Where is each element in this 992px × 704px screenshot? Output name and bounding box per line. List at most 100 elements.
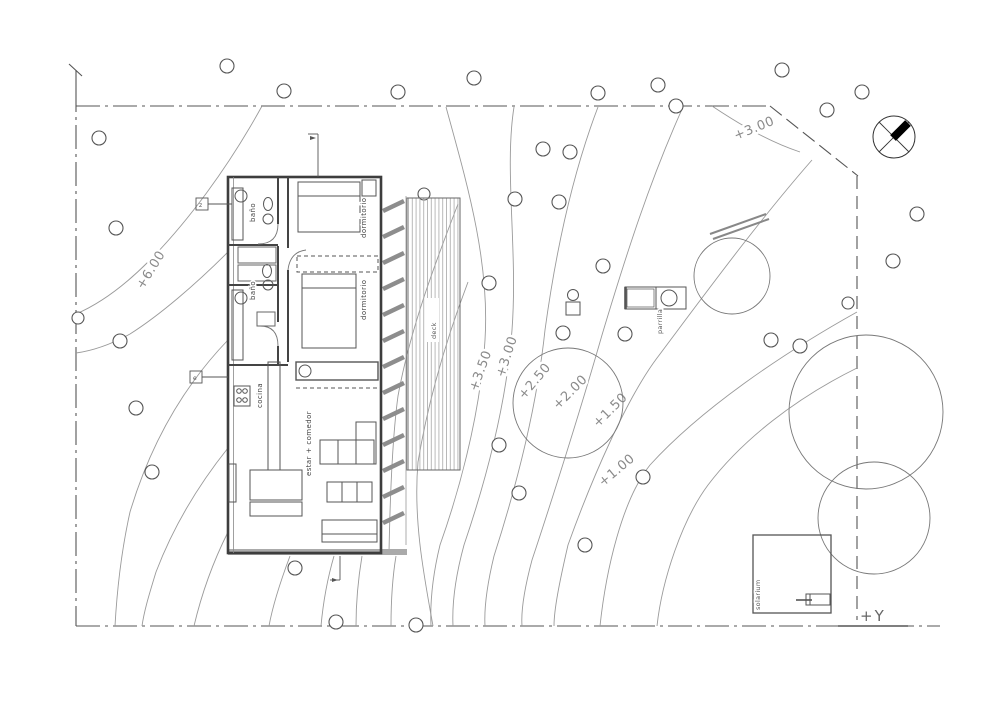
shrub-icon	[617, 326, 633, 342]
contour-line	[193, 531, 229, 627]
shrub-icon	[128, 400, 144, 416]
parrilla: parrilla	[624, 286, 687, 336]
sofa	[321, 519, 378, 543]
contour-label: +1.00	[596, 451, 638, 490]
room-label-kitchen: cocina	[256, 383, 264, 408]
room-label-living: estar + comedor	[305, 411, 313, 476]
fireplace	[228, 463, 237, 503]
shrub-icon	[885, 253, 901, 269]
stove-icon	[233, 385, 251, 407]
section-marker: e	[189, 370, 228, 384]
shower-icon	[234, 291, 248, 305]
shrub-icon	[535, 141, 551, 157]
shrub-icon	[511, 485, 527, 501]
bidet-icon	[262, 213, 274, 225]
shrub-icon	[590, 85, 606, 101]
shrub-icon	[328, 614, 344, 630]
contour-line	[355, 555, 363, 627]
contour-lines	[75, 105, 858, 627]
bed	[297, 181, 361, 233]
shrub-icon	[841, 296, 855, 310]
shower-icon	[234, 189, 248, 203]
north-arrow-icon	[872, 115, 916, 159]
shrub-icon	[909, 206, 925, 222]
contour-line	[599, 311, 858, 627]
shrub-icon	[635, 469, 651, 485]
contour-line	[484, 106, 599, 627]
tree-icon	[693, 237, 771, 315]
utility-structure	[565, 289, 581, 316]
contour-label: +3.50	[467, 348, 496, 393]
contour-line	[75, 251, 229, 354]
section-markers: z e	[189, 133, 341, 582]
nightstand	[361, 179, 377, 197]
parrilla-label: parrilla	[656, 309, 664, 334]
contour-line	[521, 106, 684, 627]
bedroom-mid-furniture	[296, 255, 379, 349]
contour-line	[553, 159, 813, 627]
section-marker	[308, 133, 319, 177]
toilet-icon	[263, 197, 273, 211]
shrub-icon	[650, 77, 666, 93]
shrub-icon	[108, 220, 124, 236]
closet	[237, 246, 277, 327]
shrub-icon	[763, 332, 779, 348]
toilet-icon	[262, 264, 272, 278]
shrubs	[71, 58, 925, 633]
shrub-icon	[287, 560, 303, 576]
contour-label: +3.00	[494, 334, 521, 379]
shrub-icon	[144, 464, 160, 480]
contour-line	[711, 105, 801, 153]
section-marker	[330, 556, 341, 582]
solarium-label: solarium	[754, 580, 762, 610]
contour-line	[430, 106, 487, 627]
contour-line	[656, 367, 858, 627]
bidet-icon	[262, 279, 274, 291]
shrub-icon	[219, 58, 235, 74]
tree-icon	[512, 347, 624, 459]
dining-table	[319, 439, 375, 465]
shrub-icon	[507, 191, 523, 207]
kitchen-island	[295, 361, 379, 381]
grill-icon	[660, 289, 678, 307]
shrub-icon	[562, 144, 578, 160]
shrub-icon	[112, 333, 128, 349]
shrub-icon	[71, 311, 85, 325]
tree-icon	[788, 334, 944, 490]
section-marker-label: z	[199, 202, 202, 209]
room-label-bath-mid: baño	[249, 281, 257, 300]
vanity	[231, 289, 244, 361]
contour-line	[268, 555, 291, 627]
shrub-icon	[481, 275, 497, 291]
shrub-icon	[792, 338, 808, 354]
shrub-icon	[390, 84, 406, 100]
deck: deck	[406, 197, 461, 471]
shrub-icon	[774, 62, 790, 78]
section-marker-label: e	[193, 375, 197, 382]
shrub-icon	[276, 83, 292, 99]
sofa	[249, 501, 303, 517]
louver-wall	[382, 196, 407, 545]
room-label-bath-top: baño	[249, 203, 257, 222]
living-furniture	[228, 421, 378, 543]
bed	[301, 273, 357, 349]
room-label-bedroom-mid: dormitorio	[360, 280, 368, 320]
solarium: solarium	[752, 534, 832, 614]
bathroom-fixtures	[231, 187, 274, 361]
contour-line	[320, 555, 335, 627]
shrub-icon	[668, 98, 684, 114]
bedroom-top-furniture	[297, 179, 377, 233]
shrub-icon	[466, 70, 482, 86]
tree-icon	[817, 461, 931, 575]
coffee-table	[326, 481, 373, 503]
contour-line	[75, 105, 263, 315]
shrub-icon	[91, 130, 107, 146]
contour-line	[114, 339, 229, 627]
contour-line	[141, 447, 229, 627]
kitchen-counter	[267, 361, 281, 471]
room-label-bedroom-top: dormitorio	[360, 198, 368, 238]
sofa	[249, 469, 303, 501]
shrub-icon	[595, 258, 611, 274]
tree-canopies	[512, 237, 944, 575]
